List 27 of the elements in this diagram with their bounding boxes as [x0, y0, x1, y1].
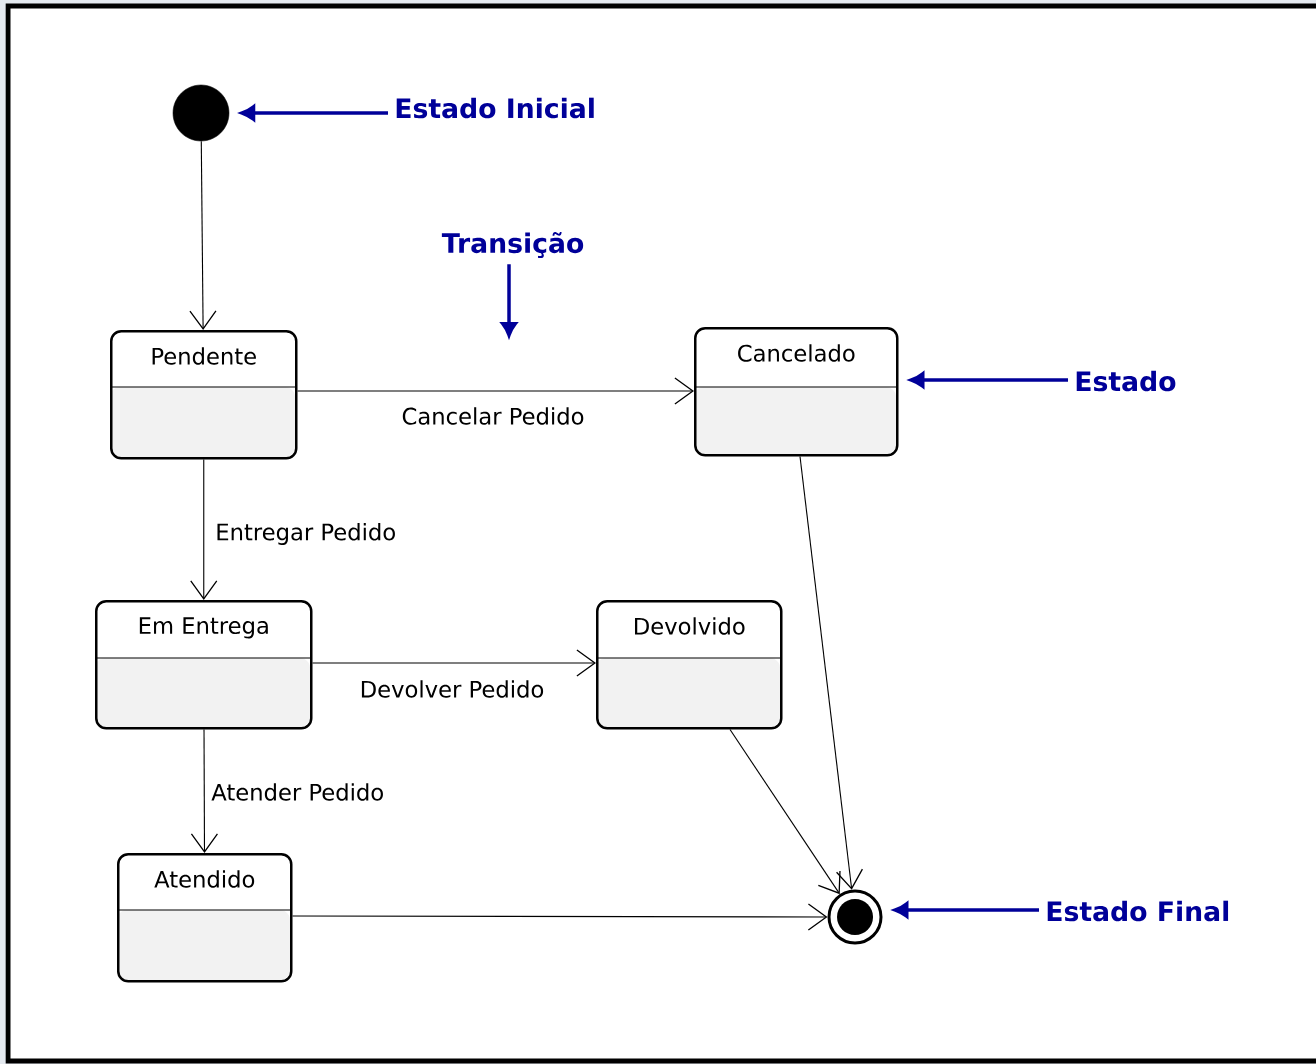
leader-arrow — [893, 902, 1039, 918]
state-box: Atendido — [116, 853, 293, 983]
transition-arrow — [311, 649, 596, 677]
edge-label: Atender Pedido — [209, 781, 387, 803]
initial-state-dot — [172, 84, 230, 142]
edge-label: Cancelar Pedido — [399, 405, 587, 427]
transition-arrow — [291, 903, 828, 931]
annotation-text: Transição — [441, 232, 584, 258]
transition-arrow — [190, 458, 218, 600]
edge-label: Devolver Pedido — [357, 678, 547, 700]
transition-arrow — [799, 455, 864, 890]
transition-arrow — [729, 728, 841, 895]
leader-arrow — [501, 264, 517, 337]
leader-arrow — [240, 105, 388, 121]
transition-arrow — [190, 728, 219, 853]
annotation-text: Estado Inicial — [396, 97, 594, 119]
state-box: Em Entrega — [94, 600, 313, 730]
transition-arrow — [296, 377, 694, 405]
leader-arrow — [909, 372, 1068, 388]
state-box: Devolvido — [595, 600, 783, 730]
edge-label: Entregar Pedido — [213, 521, 399, 547]
annotation-text: Estado Final — [1047, 900, 1229, 922]
state-box: Cancelado — [693, 327, 899, 457]
transition-arrow — [189, 140, 217, 330]
annotation-text: Estado — [1076, 370, 1176, 392]
state-box: Pendente — [109, 330, 298, 460]
final-state-symbol — [827, 889, 883, 945]
